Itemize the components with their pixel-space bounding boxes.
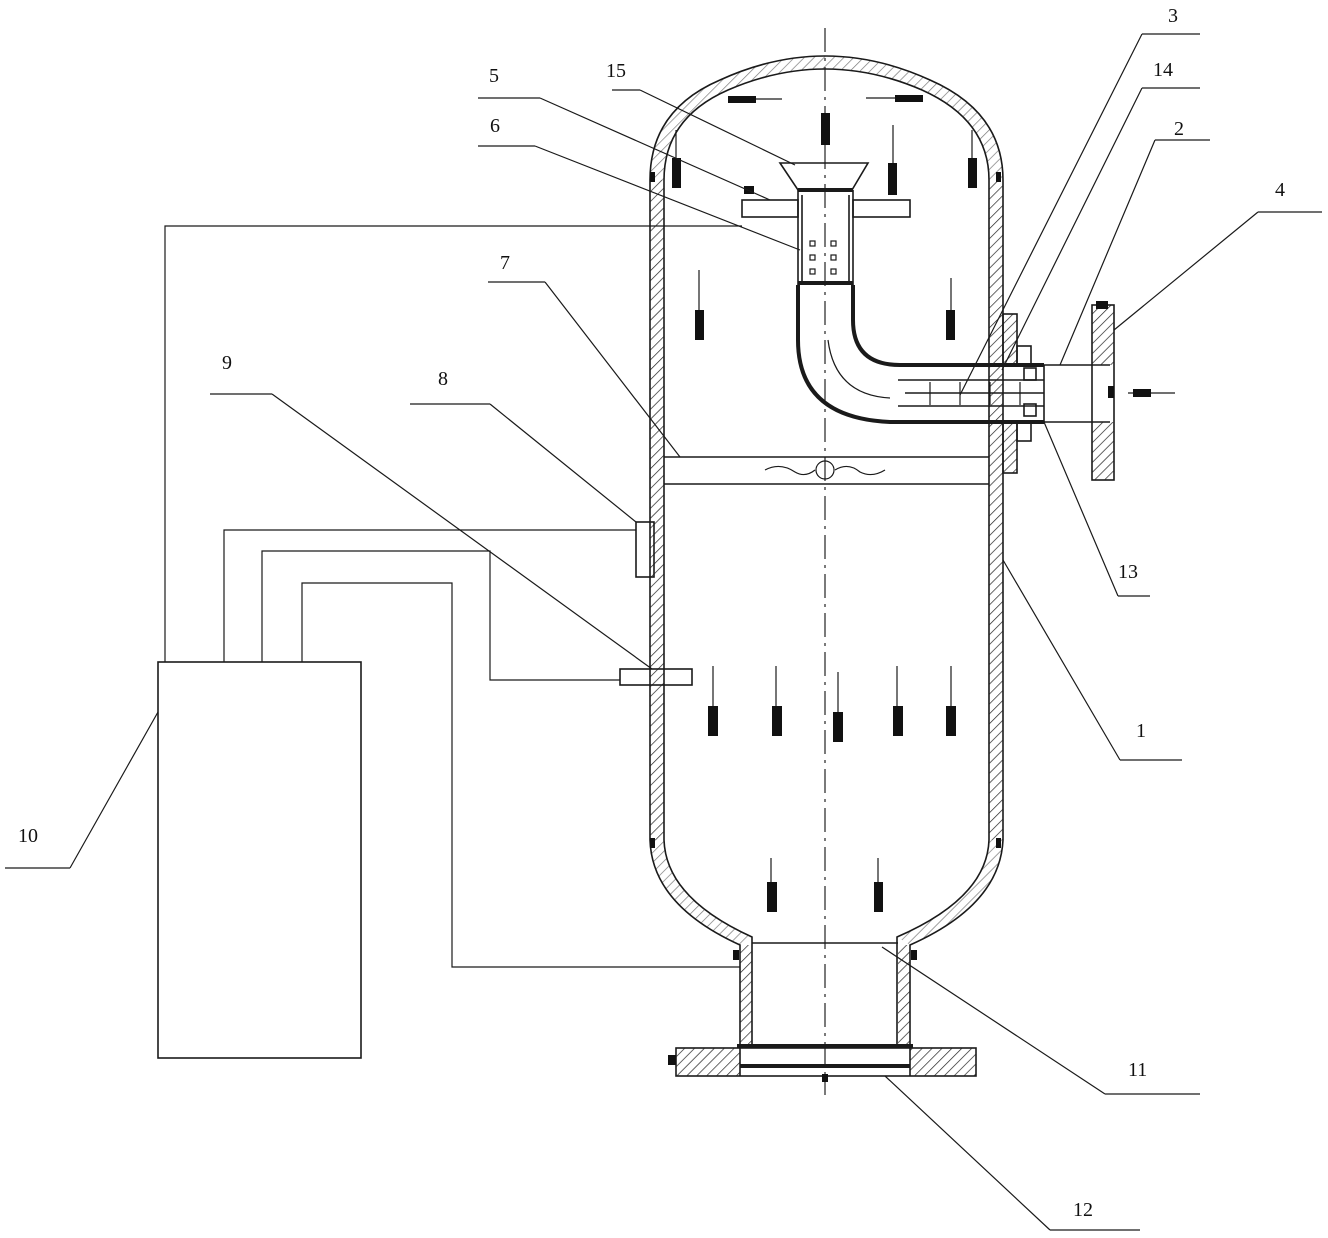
mesh-screen — [664, 457, 989, 484]
label-5: 5 — [489, 65, 499, 87]
label-9: 9 — [222, 352, 232, 374]
label-3: 3 — [1168, 5, 1178, 27]
label-8: 8 — [438, 368, 448, 390]
label-10: 10 — [18, 825, 38, 847]
vessel-shell — [650, 56, 1003, 1045]
label-13: 13 — [1118, 561, 1138, 583]
bottom-outlet — [668, 943, 976, 1082]
label-2: 2 — [1174, 118, 1184, 140]
inlet-flange — [1092, 301, 1175, 480]
label-11: 11 — [1128, 1059, 1147, 1081]
label-4: 4 — [1275, 179, 1285, 201]
label-12: 12 — [1073, 1199, 1093, 1221]
label-15: 15 — [606, 60, 626, 82]
riser-and-funnel — [742, 163, 910, 285]
label-6: 6 — [490, 115, 500, 137]
label-7: 7 — [500, 252, 510, 274]
label-14: 14 — [1153, 59, 1173, 81]
label-1: 1 — [1136, 720, 1146, 742]
